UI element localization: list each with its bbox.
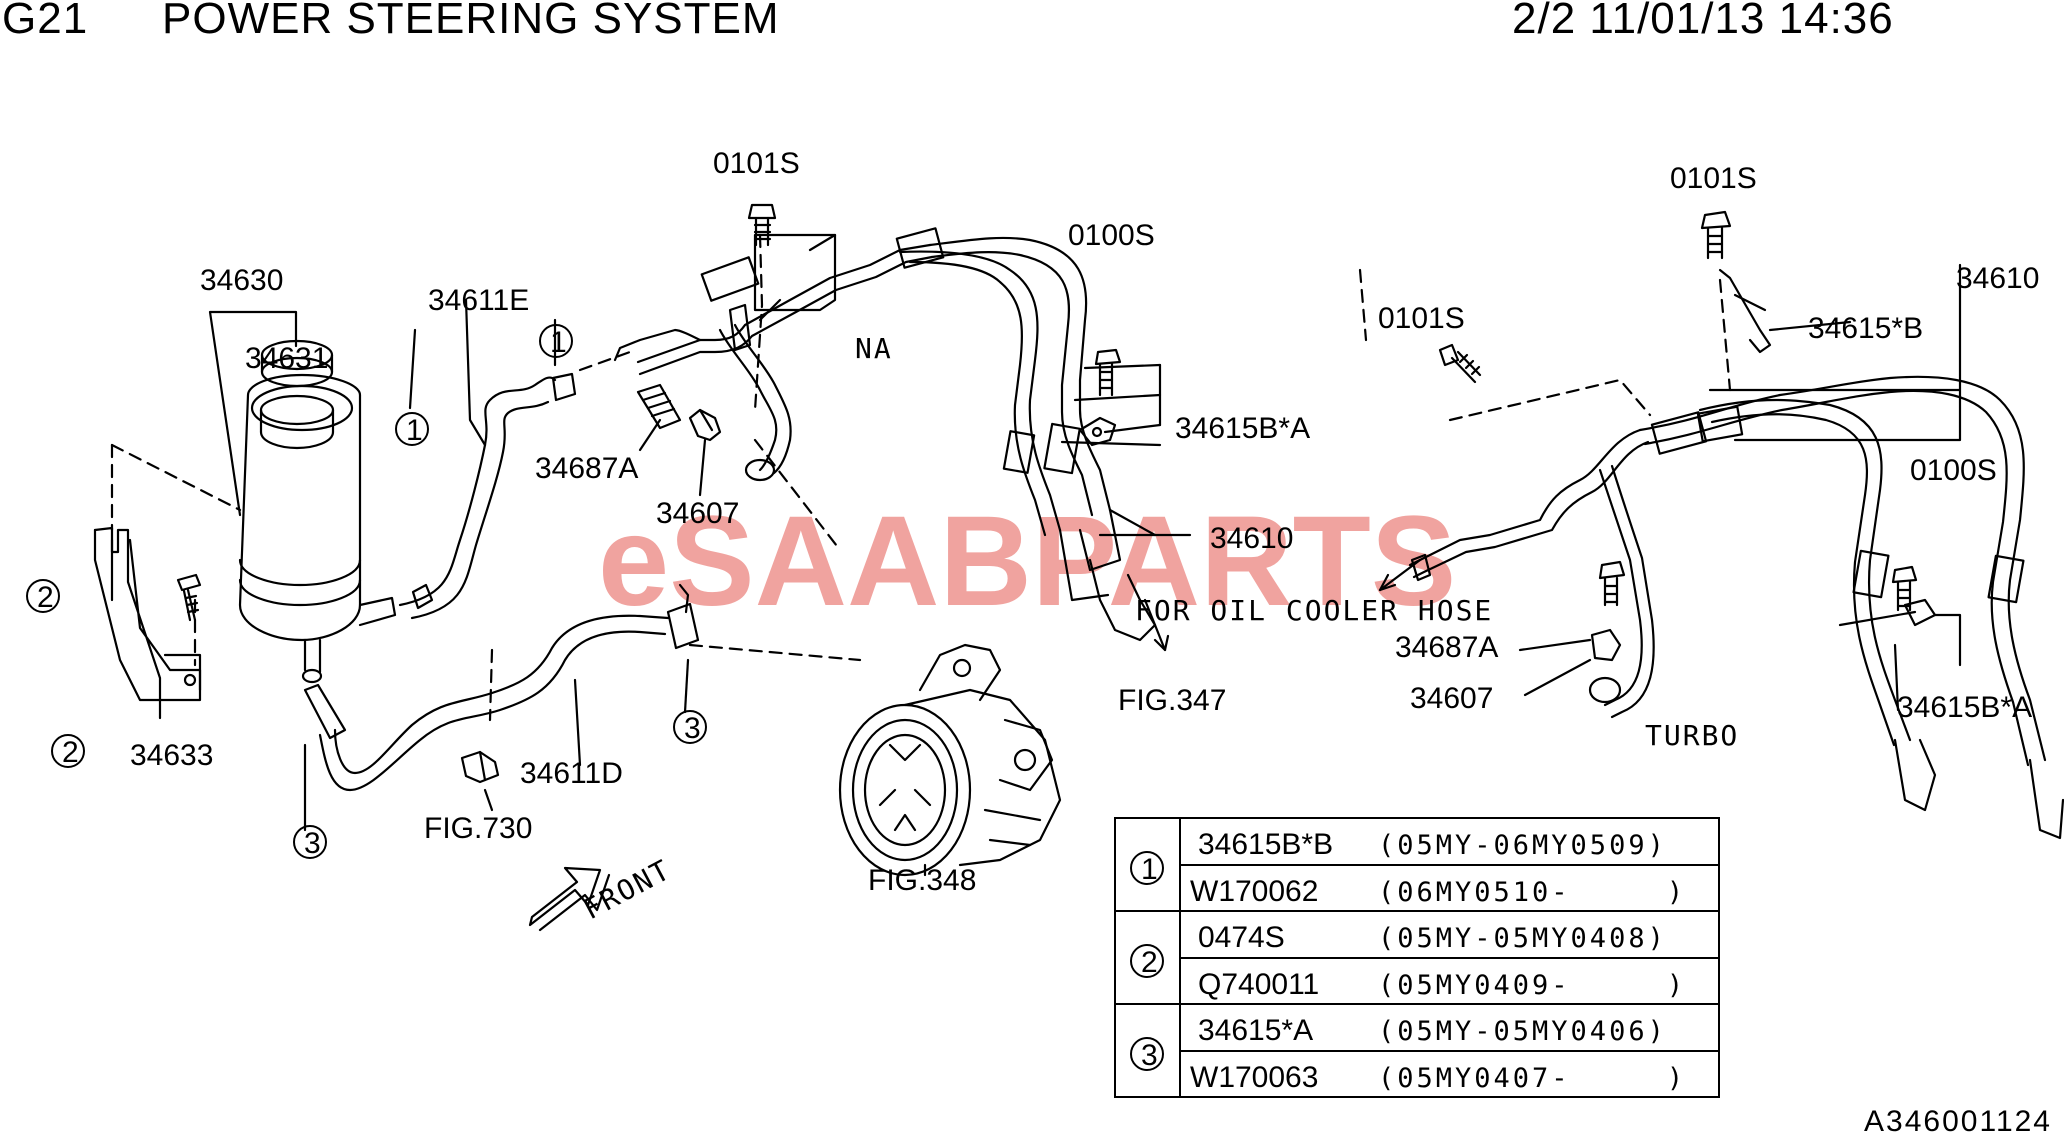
table-cell-range: (05MY-05MY0406) <box>1378 1016 1667 1047</box>
label-34630: 34630 <box>200 264 283 297</box>
callout-1-hose-mid: 1 <box>406 414 423 447</box>
bolt-bracket <box>176 573 202 622</box>
label-34607-turbo: 34607 <box>1410 682 1493 715</box>
leader-dashed <box>110 233 1732 722</box>
label-34610-turbo: 34610 <box>1956 262 2039 295</box>
reference-code: A346001124 <box>1864 1105 2052 1138</box>
bolt-0101s-top <box>747 203 777 247</box>
label-34611d: 34611D <box>520 757 623 790</box>
label-fig347: FIG.347 <box>1118 684 1226 717</box>
label-0101s-turbo-top: 0101S <box>1670 162 1757 195</box>
bracket-34633 <box>93 526 202 702</box>
label-34687a-na: 34687A <box>535 452 638 485</box>
check-valve-na <box>636 383 682 430</box>
table-group-1-num: 1 <box>1141 853 1158 886</box>
callout-1-hose-top: 1 <box>550 326 567 359</box>
callout-2-bracket-bottom: 2 <box>62 736 79 769</box>
clip-34611d <box>678 583 690 614</box>
table-cell-range: (05MY-06MY0509) <box>1378 830 1667 861</box>
label-oil-cooler-hose: FOR OIL COOLER HOSE <box>1135 594 1493 627</box>
callout-3-hose-pump: 3 <box>684 712 701 745</box>
table-cell-part: Q740011 <box>1198 968 1319 1001</box>
table-cell-range: (06MY0510- ) <box>1378 877 1686 908</box>
label-34631: 34631 <box>245 342 328 375</box>
banjo-fitting-turbo <box>1588 676 1622 704</box>
table-cell-part: W170063 <box>1190 1061 1318 1094</box>
clamp-34611e-lower <box>411 583 434 610</box>
table-cell-part: 34615B*B <box>1198 828 1333 861</box>
table-group-3-num: 3 <box>1141 1039 1158 1072</box>
table-cell-part: 34615*A <box>1198 1014 1313 1047</box>
callout-2-bracket-top: 2 <box>37 581 54 614</box>
hose-34611e <box>398 376 557 620</box>
label-fig730: FIG.730 <box>424 812 532 845</box>
pipe-turbo-cooler <box>1408 428 1642 567</box>
page-title: POWER STEERING SYSTEM <box>162 0 780 43</box>
label-0100s-turbo: 0100S <box>1910 454 1997 487</box>
label-34611e: 34611E <box>428 284 529 317</box>
bolt-0101s-turbo-left <box>1438 343 1482 384</box>
hose-34611d <box>318 614 670 792</box>
clamp-34611e-upper <box>551 372 577 402</box>
table-cell-range: (05MY0407- ) <box>1378 1063 1686 1094</box>
label-34607-na: 34607 <box>656 497 739 530</box>
label-34687a-turbo: 34687A <box>1395 631 1498 664</box>
clip-34607-na <box>688 408 722 442</box>
label-front: FRONT <box>578 853 677 926</box>
reservoir-tank <box>238 339 397 684</box>
table-cell-part: 0474S <box>1198 921 1285 954</box>
bolt-0100s-turbo <box>1891 565 1918 612</box>
front-arrow <box>528 866 602 927</box>
bolt-0100s-na <box>1094 348 1122 397</box>
table-cell-range: (05MY-05MY0408) <box>1378 923 1667 954</box>
power-steering-pump <box>838 643 1062 877</box>
callout-3-hose-reservoir: 3 <box>304 827 321 860</box>
pipe-turbo-lower <box>1598 464 1655 719</box>
arrow-fig347-pointer <box>1143 598 1167 652</box>
leader-solid <box>158 263 1962 877</box>
label-34615ba-turbo: 34615B*A <box>1897 691 2032 724</box>
clamp-34611d-reservoir <box>303 683 347 740</box>
table-group-2-num: 2 <box>1141 946 1158 979</box>
label-na: NA <box>855 332 893 365</box>
banjo-fitting-na <box>744 458 776 482</box>
clamp-fig730 <box>460 750 500 784</box>
watermark-esaab: eSAABPARTS <box>598 490 1456 633</box>
label-0101s-turbo-left: 0101S <box>1378 302 1465 335</box>
group-code: G21 <box>2 0 89 43</box>
bracket-na-top <box>753 233 837 312</box>
clamp-34611d-pump <box>666 602 700 650</box>
clip-34607-turbo <box>1590 628 1622 662</box>
label-fig348: FIG.348 <box>868 864 976 897</box>
page-date: 2/2 11/01/13 14:36 <box>1512 0 1894 43</box>
table-cell-part: W170062 <box>1190 875 1318 908</box>
callout-circles <box>26 324 707 859</box>
label-turbo: TURBO <box>1645 719 1739 752</box>
bolt-0101s-turbo-top <box>1700 210 1732 260</box>
label-0101s-na: 0101S <box>713 147 800 180</box>
label-34610-na: 34610 <box>1210 522 1293 555</box>
table-cell-range: (05MY0409- ) <box>1378 970 1686 1001</box>
label-0100s-na: 0100S <box>1068 219 1155 252</box>
arrow-oil-cooler <box>1378 558 1422 592</box>
label-34615b-turbo: 34615*B <box>1808 312 1923 345</box>
pipe-na-left <box>613 328 702 362</box>
reservoir-cap <box>259 394 335 450</box>
pressure-pipe-na <box>636 227 1157 642</box>
supersession-table <box>1114 817 1720 1098</box>
label-34633: 34633 <box>130 739 213 772</box>
bolt-34687a-turbo <box>1598 560 1626 607</box>
pressure-pipe-turbo <box>1638 375 2064 840</box>
bracket-34615b-turbo <box>1718 268 1772 354</box>
label-34615ba-na: 34615B*A <box>1175 412 1310 445</box>
